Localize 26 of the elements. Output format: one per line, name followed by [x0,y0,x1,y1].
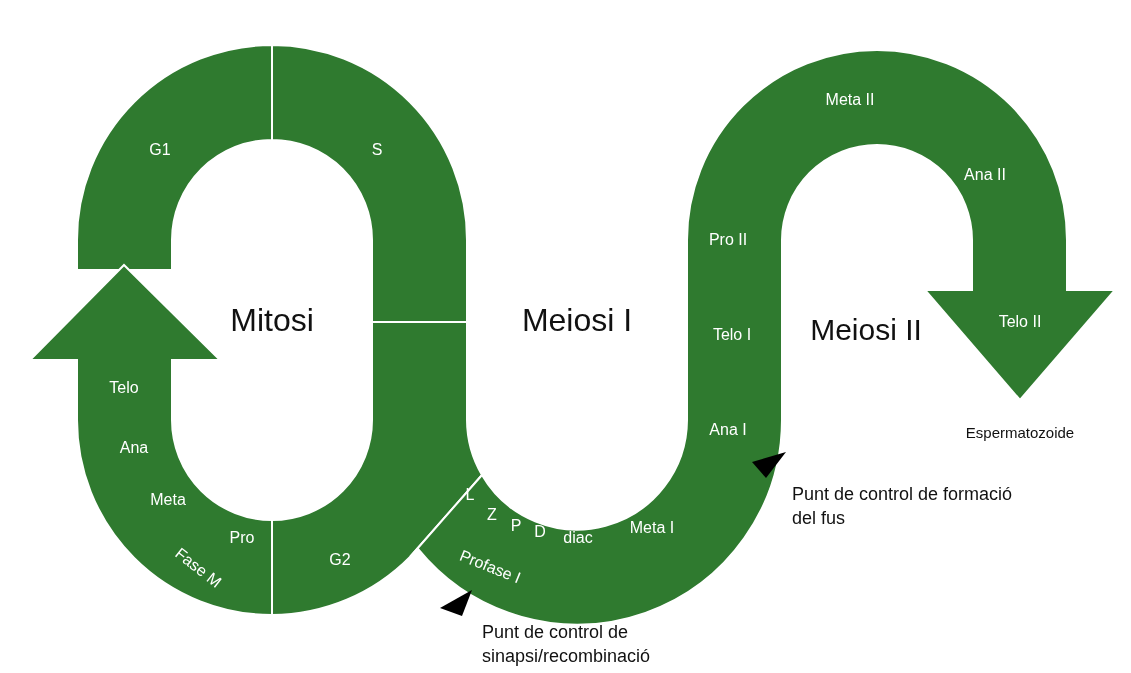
phase-label: Telo II [998,313,1042,331]
phase-label: G2 [329,551,351,569]
phase-label: Telo I [712,326,752,344]
section-heading: Mitosi [230,301,314,339]
caption-text: Espermatozoide [965,423,1075,441]
phase-label: Ana [119,439,149,457]
band-segment [77,45,272,270]
section-heading: Meiosi I [521,301,633,339]
phase-label: Pro [229,529,255,547]
phase-label: Ana II [964,166,1006,184]
phase-label: Meta II [825,91,875,109]
phase-label: D [534,523,546,541]
phase-label: Z [487,506,497,524]
band-segment [410,50,1115,625]
phase-label: Pro II [708,231,748,249]
phase-label: Meta [150,491,186,509]
section-heading: Meiosi II [810,313,922,347]
phase-label: P [510,517,522,535]
checkpoint-note: Punt de control de formació del fus [792,483,1014,530]
phase-label: Telo [109,379,139,397]
phase-label: G1 [149,141,171,159]
checkpoint-note: Punt de control de sinapsi/recombinació [482,621,652,668]
phase-label: Ana I [709,421,747,439]
phase-label: S [371,141,383,159]
phase-label: diac [563,529,593,547]
phase-label: Meta I [629,519,675,537]
